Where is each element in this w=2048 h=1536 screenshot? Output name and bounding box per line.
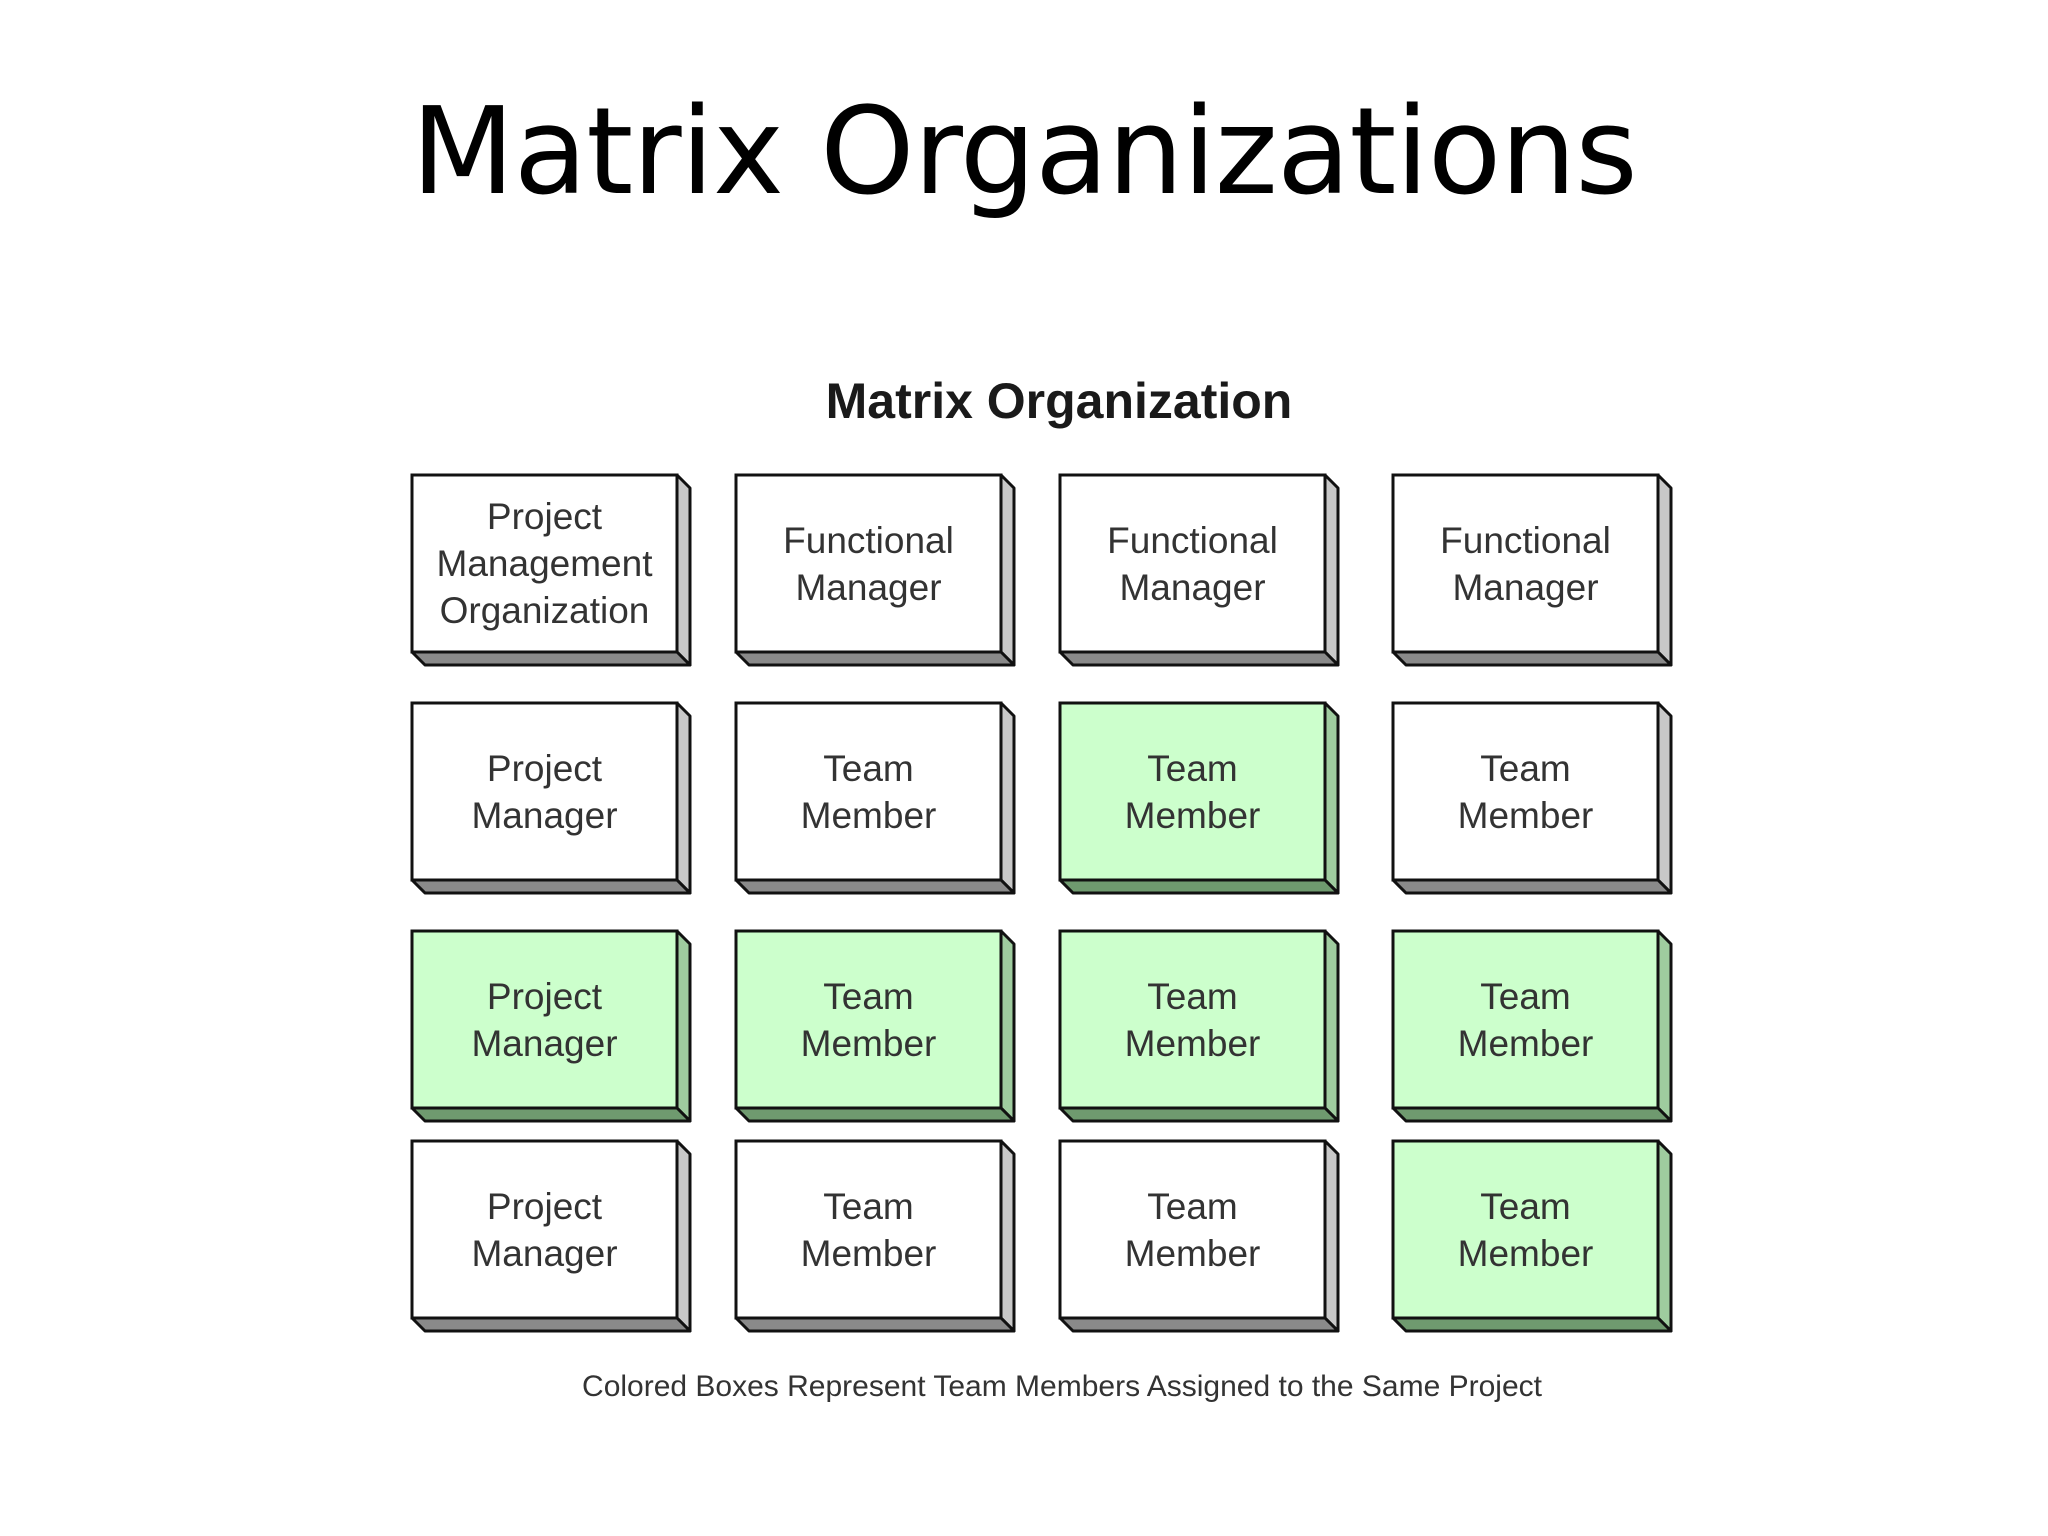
box-bottom-face	[1391, 878, 1673, 895]
matrix-box-r3-c3: Team Member	[1058, 929, 1340, 1123]
box-label: Project Manager	[471, 975, 618, 1064]
box-shape	[734, 473, 1016, 667]
box-front-face	[1058, 929, 1327, 1110]
box-shape	[410, 701, 692, 895]
box-shape	[1391, 701, 1673, 895]
box-side-face	[999, 929, 1016, 1123]
box-label: Functional Manager	[1107, 519, 1278, 608]
box-bottom-face	[1058, 1316, 1340, 1333]
box-side-face	[675, 929, 692, 1123]
box-label: Team Member	[1124, 1185, 1261, 1274]
diagram-title: Matrix Organization	[825, 373, 1293, 429]
box-bottom-face	[1391, 650, 1673, 667]
box-bottom-face	[410, 1316, 692, 1333]
box-front-face	[1391, 473, 1660, 654]
matrix-box-r1-c4: Functional Manager	[1391, 473, 1673, 667]
box-label: Project Manager	[471, 1185, 618, 1274]
box-shape	[734, 929, 1016, 1123]
matrix-box-r1-c2: Functional Manager	[734, 473, 1016, 667]
box-side-face	[675, 1139, 692, 1333]
box-shape	[1391, 929, 1673, 1123]
box-shape	[1058, 701, 1340, 895]
box-side-face	[1656, 1139, 1673, 1333]
matrix-box-r2-c3: Team Member	[1058, 701, 1340, 895]
box-front-face	[734, 1139, 1003, 1320]
box-shape	[410, 473, 692, 667]
box-label: Functional Manager	[1440, 519, 1611, 608]
diagram-caption: Colored Boxes Represent Team Members Ass…	[582, 1370, 1542, 1403]
matrix-box-r2-c2: Team Member	[734, 701, 1016, 895]
box-shape	[1391, 1139, 1673, 1333]
box-shape	[1058, 1139, 1340, 1333]
box-bottom-face	[410, 878, 692, 895]
box-label: Team Member	[1124, 747, 1261, 836]
box-shape	[734, 1139, 1016, 1333]
box-label: Team Member	[1457, 1185, 1594, 1274]
matrix-box-r1-c3: Functional Manager	[1058, 473, 1340, 667]
box-label: Project Management Organization	[436, 496, 653, 631]
box-bottom-face	[734, 1316, 1016, 1333]
box-shape	[1058, 473, 1340, 667]
box-front-face	[734, 701, 1003, 882]
box-label: Project Manager	[471, 747, 618, 836]
box-side-face	[1323, 929, 1340, 1123]
box-bottom-face	[734, 650, 1016, 667]
box-front-face	[734, 929, 1003, 1110]
box-front-face	[1391, 1139, 1660, 1320]
box-shape	[410, 929, 692, 1123]
matrix-box-r1-c1: Project Management Organization	[410, 473, 692, 667]
box-front-face	[410, 1139, 679, 1320]
box-label: Team Member	[800, 1185, 937, 1274]
box-side-face	[675, 701, 692, 895]
box-label: Team Member	[1457, 975, 1594, 1064]
box-side-face	[999, 1139, 1016, 1333]
matrix-box-r3-c4: Team Member	[1391, 929, 1673, 1123]
box-bottom-face	[1058, 650, 1340, 667]
box-side-face	[1323, 1139, 1340, 1333]
box-bottom-face	[734, 1106, 1016, 1123]
box-side-face	[1323, 473, 1340, 667]
box-side-face	[999, 701, 1016, 895]
box-side-face	[1323, 701, 1340, 895]
matrix-box-r4-c1: Project Manager	[410, 1139, 692, 1333]
box-shape	[1058, 929, 1340, 1123]
box-shape	[1391, 473, 1673, 667]
box-front-face	[1391, 929, 1660, 1110]
box-bottom-face	[734, 878, 1016, 895]
box-label: Team Member	[1124, 975, 1261, 1064]
box-label: Functional Manager	[783, 519, 954, 608]
box-side-face	[1656, 929, 1673, 1123]
box-label: Team Member	[800, 975, 937, 1064]
box-bottom-face	[1391, 1106, 1673, 1123]
matrix-box-r2-c1: Project Manager	[410, 701, 692, 895]
box-bottom-face	[410, 1106, 692, 1123]
box-bottom-face	[1058, 878, 1340, 895]
box-side-face	[675, 473, 692, 667]
matrix-box-r3-c2: Team Member	[734, 929, 1016, 1123]
matrix-box-r2-c4: Team Member	[1391, 701, 1673, 895]
box-front-face	[410, 701, 679, 882]
matrix-box-r4-c4: Team Member	[1391, 1139, 1673, 1333]
box-front-face	[734, 473, 1003, 654]
slide-title: Matrix Organizations	[411, 83, 1638, 222]
box-shape	[734, 701, 1016, 895]
box-front-face	[1391, 701, 1660, 882]
box-side-face	[1656, 473, 1673, 667]
box-label: Team Member	[800, 747, 937, 836]
box-label: Team Member	[1457, 747, 1594, 836]
box-bottom-face	[1391, 1316, 1673, 1333]
box-shape	[410, 1139, 692, 1333]
box-front-face	[410, 929, 679, 1110]
box-bottom-face	[1058, 1106, 1340, 1123]
box-front-face	[1058, 473, 1327, 654]
box-front-face	[410, 473, 679, 654]
matrix-box-r3-c1: Project Manager	[410, 929, 692, 1123]
box-front-face	[1058, 701, 1327, 882]
matrix-box-r4-c3: Team Member	[1058, 1139, 1340, 1333]
box-side-face	[999, 473, 1016, 667]
box-bottom-face	[410, 650, 692, 667]
box-front-face	[1058, 1139, 1327, 1320]
matrix-box-r4-c2: Team Member	[734, 1139, 1016, 1333]
box-side-face	[1656, 701, 1673, 895]
